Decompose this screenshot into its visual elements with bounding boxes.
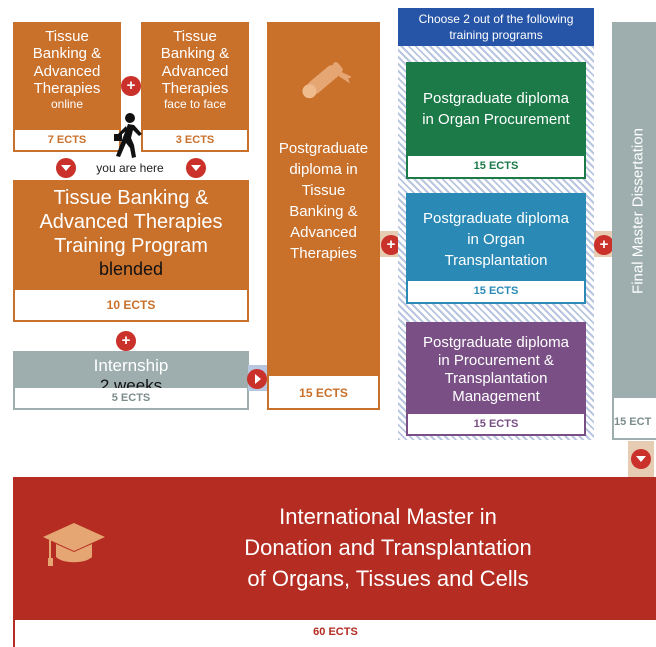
choose-panel: Choose 2 out of the following training p… [398, 8, 594, 440]
diploma-scroll-icon [297, 52, 353, 106]
choose-panel-header: Choose 2 out of the following training p… [398, 8, 594, 46]
pg-tissue-banking-box: Postgraduate diploma in Tissue Banking &… [267, 22, 380, 410]
face-to-face-course-header: Tissue Banking & Advanced Therapies face… [143, 24, 247, 136]
internship-ects: 5 ECTS [15, 388, 247, 408]
plus-circle-icon: + [116, 331, 136, 351]
pg-organ-procurement-header: Postgraduate diploma in Organ Procuremen… [408, 64, 584, 156]
pg-organ-procurement-box: Postgraduate diploma in Organ Procuremen… [406, 62, 586, 179]
pg-tissue-banking-header: Postgraduate diploma in Tissue Banking &… [269, 24, 378, 376]
online-course-box: Tissue Banking & Advanced Therapies onli… [13, 22, 121, 152]
online-course-header: Tissue Banking & Advanced Therapies onli… [15, 24, 119, 136]
pg-organ-transplantation-ects: 15 ECTS [408, 281, 584, 302]
internship-title: Internship [93, 356, 169, 375]
training-program-title: Tissue Banking & Advanced Therapies Trai… [39, 187, 223, 257]
pg-management-box: Postgraduate diploma in Procurement & Tr… [406, 322, 586, 436]
online-course-mode: online [50, 97, 84, 111]
face-to-face-course-ects: 3 ECTS [143, 130, 247, 150]
down-arrow-circle-icon [56, 158, 76, 178]
dissertation-box: Final Master Dissertation 15 ECT [612, 22, 656, 440]
training-program-box: Tissue Banking & Advanced Therapies Trai… [13, 180, 249, 322]
master-box: International Master in Donation and Tra… [13, 477, 656, 620]
master-ects-footer: 60 ECTS [13, 620, 656, 647]
walking-person-icon [108, 112, 148, 160]
master-title: International Master in Donation and Tra… [244, 504, 532, 591]
training-program-mode: blended [98, 259, 164, 279]
online-course-ects: 7 ECTS [15, 130, 119, 150]
training-program-ects: 10 ECTS [15, 290, 247, 320]
plus-circle-icon: + [121, 76, 141, 96]
internship-box: Internship 2 weeks 5 ECTS [13, 351, 249, 410]
pg-management-title: Postgraduate diploma in Procurement & Tr… [423, 334, 569, 405]
down-arrow-circle-icon [631, 449, 651, 469]
pg-tissue-banking-ects: 15 ECTS [269, 378, 378, 408]
face-to-face-course-title: Tissue Banking & Advanced Therapies [160, 28, 230, 97]
plus-circle-icon: + [381, 235, 401, 255]
pg-organ-transplantation-header: Postgraduate diploma in Organ Transplant… [408, 195, 584, 283]
right-arrow-circle-icon [247, 369, 267, 389]
face-to-face-course-box: Tissue Banking & Advanced Therapies face… [141, 22, 249, 152]
down-arrow-circle-icon [186, 158, 206, 178]
pg-organ-procurement-ects: 15 ECTS [408, 156, 584, 177]
online-course-title: Tissue Banking & Advanced Therapies [32, 28, 102, 97]
training-program-header: Tissue Banking & Advanced Therapies Trai… [15, 182, 247, 294]
pg-management-ects: 15 ECTS [408, 414, 584, 434]
master-ects: 60 ECTS [313, 626, 358, 638]
pg-tissue-banking-title: Postgraduate diploma in Tissue Banking &… [278, 140, 369, 262]
pg-management-header: Postgraduate diploma in Procurement & Tr… [408, 324, 584, 416]
you-are-here-label: you are here [96, 161, 164, 175]
face-to-face-course-mode: face to face [163, 97, 227, 111]
pg-organ-procurement-title: Postgraduate diploma in Organ Procuremen… [422, 90, 570, 128]
dissertation-ects: 15 ECT [614, 416, 652, 428]
graduation-cap-icon [41, 517, 107, 573]
dissertation-title: Final Master Dissertation [629, 128, 647, 294]
dissertation-header: Final Master Dissertation [614, 24, 656, 398]
pg-organ-transplantation-title: Postgraduate diploma in Organ Transplant… [423, 210, 569, 269]
plus-circle-icon: + [594, 235, 614, 255]
pg-organ-transplantation-box: Postgraduate diploma in Organ Transplant… [406, 193, 586, 304]
